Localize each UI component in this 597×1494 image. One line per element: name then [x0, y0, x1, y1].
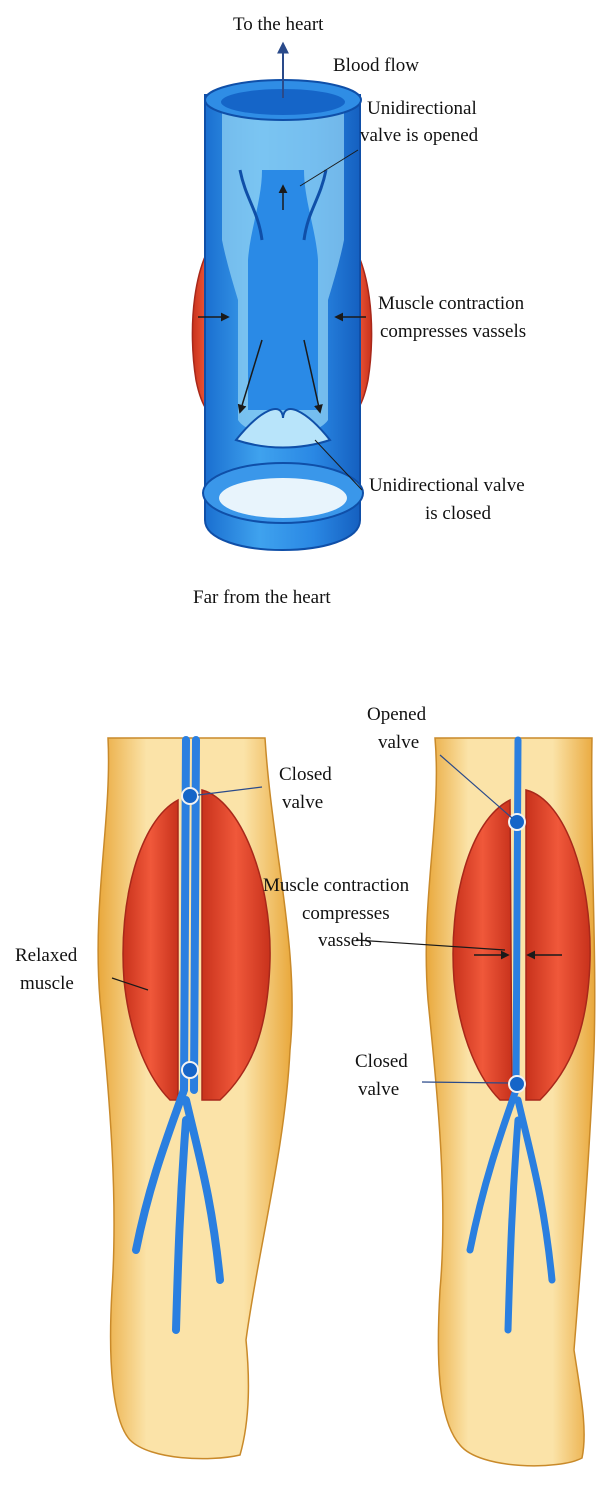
label-muscle-contraction-line2: compresses vassels: [380, 321, 526, 342]
label-valve-opened-line2: valve is opened: [360, 125, 479, 146]
right-leg-illustration: [426, 738, 595, 1466]
label-opened-line2: valve: [378, 732, 419, 753]
label-valve-opened-line1: Unidirectional: [367, 98, 477, 119]
right-leg-valve-top: [509, 814, 525, 830]
left-leg-valve-bottom: [182, 1062, 198, 1078]
label-muscle-contraction-line1: Muscle contraction: [378, 293, 525, 314]
label-opened-line1: Opened: [367, 704, 427, 725]
label-closed-left-line1: Closed: [279, 764, 332, 785]
label-blood-flow: Blood flow: [333, 55, 419, 76]
label-muscle-contraction-bottom-line3: vassels: [318, 930, 372, 951]
label-relaxed-line1: Relaxed: [15, 945, 78, 966]
label-closed-left-line2: valve: [282, 792, 323, 813]
vein-illustration: [192, 44, 371, 550]
label-closed-right-line2: valve: [358, 1079, 399, 1100]
label-relaxed-line2: muscle: [20, 973, 74, 994]
left-leg-valve-top: [182, 788, 198, 804]
label-far-from-heart: Far from the heart: [193, 587, 331, 608]
label-closed-right-line1: Closed: [355, 1051, 408, 1072]
right-leg-valve-bottom: [509, 1076, 525, 1092]
label-valve-closed-line1: Unidirectional valve: [369, 475, 525, 496]
label-valve-closed-line2: is closed: [425, 503, 491, 524]
vein-bottom-opening: [219, 478, 347, 518]
label-muscle-contraction-bottom-line1: Muscle contraction: [263, 875, 410, 896]
label-to-the-heart: To the heart: [233, 14, 324, 35]
left-leg-illustration: [98, 738, 292, 1459]
label-muscle-contraction-bottom-line2: compresses: [302, 903, 390, 924]
